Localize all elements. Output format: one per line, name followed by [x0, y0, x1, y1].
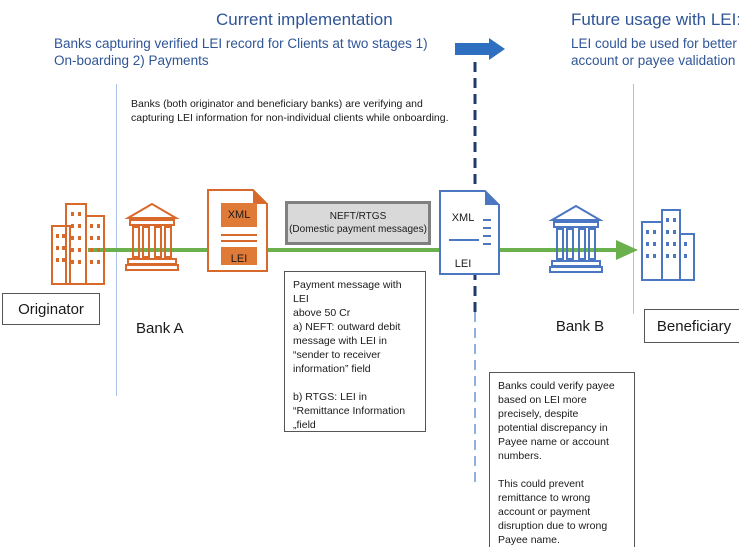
outgoing-payment-document-icon: [207, 189, 268, 272]
payment-message-note: Payment message with LEI above 50 Cr a) …: [284, 271, 426, 432]
bank-a-icon: [124, 202, 180, 271]
beneficiary-building-icon: [641, 209, 695, 281]
future-validation-note: Banks could verify payee based on LEI mo…: [489, 372, 635, 547]
bank-b-icon: [548, 204, 604, 273]
current-subtitle-line1: Banks capturing verified LEI record for …: [54, 36, 428, 51]
left-document-lei-label: LEI: [230, 253, 248, 265]
current-implementation-subtitle: Banks capturing verified LEI record for …: [54, 35, 428, 69]
beneficiary-divider-line: [633, 84, 634, 314]
future-subtitle-line1: LEI could be used for better: [571, 36, 737, 51]
right-document-lei-label: LEI: [454, 258, 472, 270]
future-usage-title: Future usage with LEI:: [571, 10, 739, 29]
beneficiary-label: Beneficiary: [644, 309, 739, 343]
right-arrow-icon: [455, 38, 505, 60]
current-subtitle-line2: On-boarding 2) Payments: [54, 53, 209, 68]
originator-building-icon: [51, 203, 105, 285]
neft-rtgs-channel-box: NEFT/RTGS (Domestic payment messages): [285, 201, 431, 245]
left-document-xml-label: XML: [227, 209, 251, 221]
bank-a-divider-line: [116, 84, 117, 396]
onboarding-note: Banks (both originator and beneficiary b…: [123, 91, 470, 153]
channel-description: (Domestic payment messages): [289, 224, 427, 235]
right-document-xml-label: XML: [451, 212, 475, 224]
originator-label: Originator: [2, 293, 100, 325]
bank-b-label: Bank B: [542, 309, 618, 343]
channel-name: NEFT/RTGS: [329, 211, 387, 222]
payment-flow-arrow: [88, 240, 638, 260]
current-implementation-title: Current implementation: [216, 10, 393, 29]
future-subtitle-line2: account or payee validation: [571, 53, 736, 68]
future-usage-subtitle: LEI could be used for better account or …: [571, 35, 737, 69]
incoming-payment-document-icon: [439, 190, 500, 275]
bank-a-label: Bank A: [136, 320, 184, 337]
